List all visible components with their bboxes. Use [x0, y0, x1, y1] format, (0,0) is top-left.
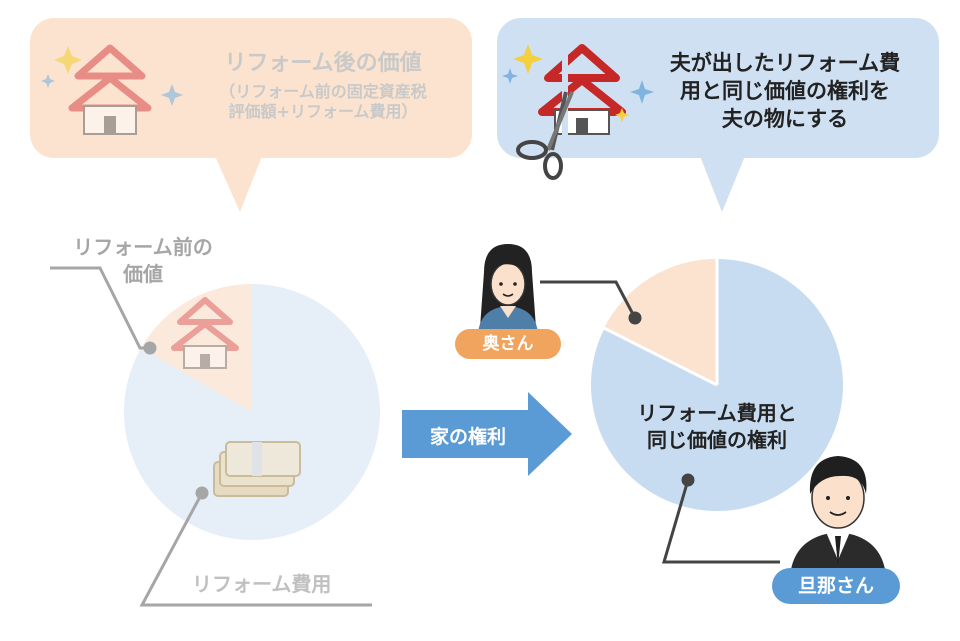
- wife-label: 奥さん: [455, 329, 561, 359]
- leader-line: [540, 280, 642, 325]
- left-speech-bubble: [30, 18, 472, 212]
- left-bubble-title: リフォーム後の価値: [224, 51, 422, 76]
- right-pie-center-line2: 同じ価値の権利: [647, 428, 787, 452]
- husband-label: 旦那さん: [772, 568, 900, 604]
- sparkle-icon: [41, 46, 183, 106]
- wife-avatar: [478, 244, 538, 334]
- before-value-label-line1: リフォーム前の: [73, 235, 213, 259]
- scissors-icon: [516, 91, 574, 180]
- before-value-label: リフォーム前の 価値: [58, 234, 228, 288]
- house-icon: [171, 297, 239, 369]
- transfer-arrow: [402, 392, 572, 476]
- sparkle-icon: [502, 44, 654, 122]
- right-pie-center-line1: リフォーム費用と: [637, 401, 797, 425]
- reform-cost-label: リフォーム費用: [192, 572, 332, 596]
- right-bubble-text: 夫が出したリフォーム費 用と同じ価値の権利を 夫の物にする: [640, 50, 930, 134]
- leader-line: [661, 473, 780, 564]
- husband-avatar: [790, 456, 886, 576]
- right-pie-center-text: リフォーム費用と 同じ価値の権利: [608, 400, 826, 454]
- before-value-label-line2: 価値: [123, 262, 163, 286]
- right-bubble-line3: 夫の物にする: [721, 106, 849, 131]
- left-bubble-line2: （リフォーム前の固定資産税: [219, 81, 427, 101]
- right-bubble-line2: 用と同じ価値の権利を: [680, 78, 890, 103]
- left-pie-chart: [124, 283, 380, 540]
- left-bubble-line3: 評価額+リフォーム費用）: [228, 101, 418, 121]
- money-stack-icon: [213, 441, 301, 497]
- left-bubble-text: リフォーム後の価値 （リフォーム前の固定資産税 評価額+リフォーム費用）: [188, 50, 458, 122]
- right-pie-chart: [591, 258, 843, 511]
- leader-line: [139, 486, 372, 607]
- arrow-label: 家の権利: [429, 426, 506, 448]
- leader-line: [50, 266, 157, 355]
- house-icon: [68, 44, 152, 135]
- right-bubble-line1: 夫が出したリフォーム費: [669, 51, 901, 75]
